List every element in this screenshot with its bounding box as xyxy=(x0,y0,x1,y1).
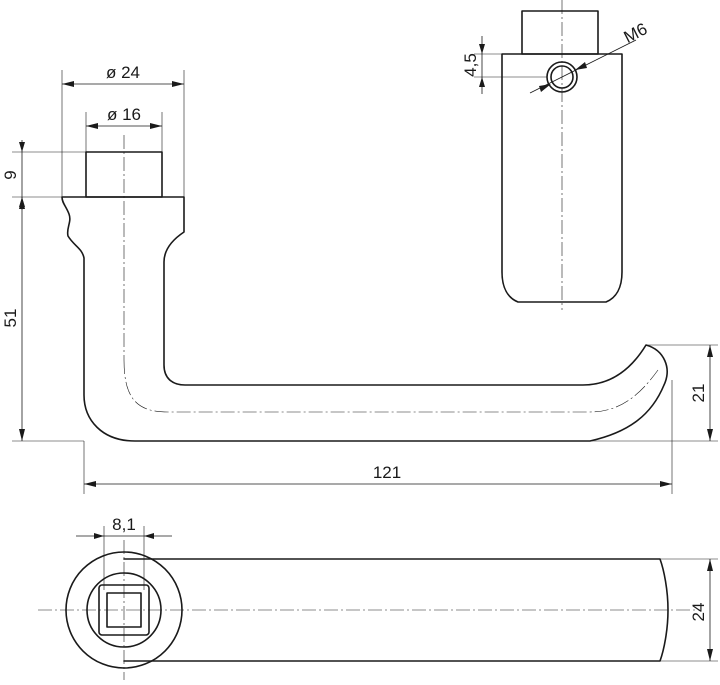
plan-view xyxy=(38,540,700,680)
set-screw-hole-inner xyxy=(550,65,574,89)
dim-inner-diameter: ø 16 xyxy=(85,105,163,152)
side-view xyxy=(61,135,668,442)
dim-total-length: 121 xyxy=(83,380,673,494)
dim-outer-diameter: ø 24 xyxy=(61,63,185,197)
total-length-label: 121 xyxy=(373,463,401,482)
end-view-collar xyxy=(521,10,599,55)
handle-body-outline xyxy=(61,196,668,442)
body-center-line xyxy=(123,359,659,413)
dim-handle-width: 24 xyxy=(660,558,718,662)
tip-height-label: 21 xyxy=(689,384,708,403)
inner-diameter-label: ø 16 xyxy=(107,105,141,124)
thread-label: M6 xyxy=(621,19,651,47)
dim-tip-height: 21 xyxy=(590,344,718,442)
set-screw-offset-label: 4,5 xyxy=(461,53,480,77)
handle-width-label: 24 xyxy=(689,603,708,622)
total-height-label: 51 xyxy=(1,309,20,328)
end-view-body xyxy=(501,53,623,303)
dim-square-spindle: 8,1 xyxy=(76,515,172,590)
collar-height-label: 9 xyxy=(1,170,20,179)
dim-collar-height: 9 xyxy=(1,140,86,210)
square-spindle-label: 8,1 xyxy=(112,515,136,534)
outer-diameter-label: ø 24 xyxy=(106,63,140,82)
dim-set-screw-offset: 4,5 xyxy=(461,36,547,94)
end-view xyxy=(501,0,623,310)
dim-total-height: 51 xyxy=(1,197,84,442)
